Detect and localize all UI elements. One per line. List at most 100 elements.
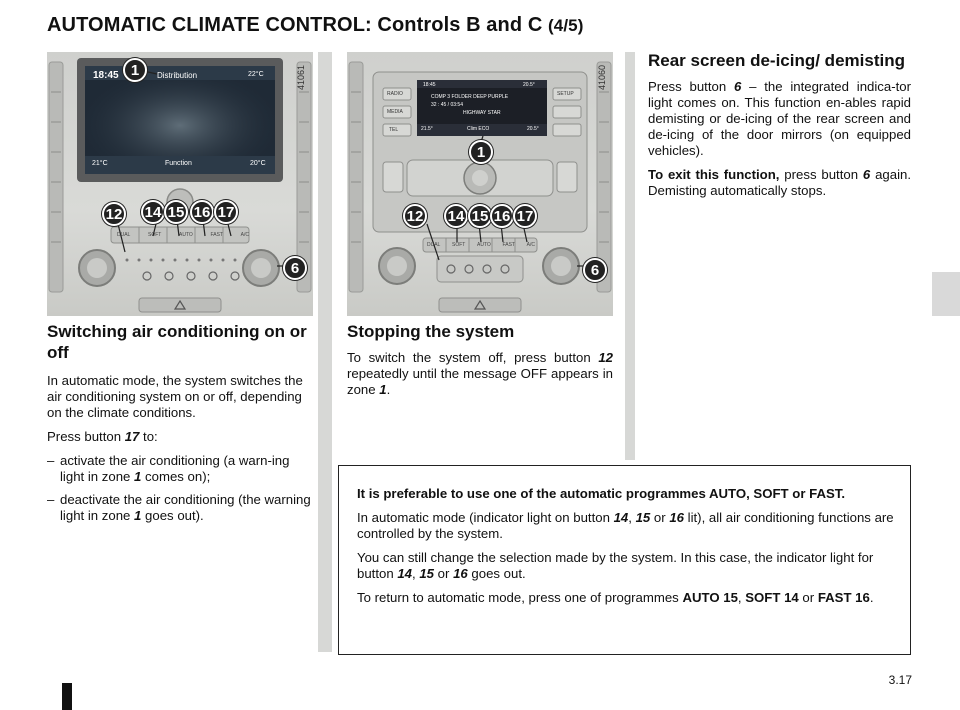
- fast-button-label: FAST: [210, 232, 223, 238]
- text-run-bold: SOFT 14: [745, 590, 799, 605]
- chapter-tab: [932, 272, 960, 316]
- screen-time: 18:45: [93, 70, 119, 81]
- screen-c-bottom-left: 21.5°: [421, 126, 433, 132]
- callout-c-1: 1: [469, 140, 493, 164]
- text-run: You can still change the selection made …: [357, 550, 874, 581]
- section-rear-paragraph-1: Press button 6 – the integrated indica-t…: [648, 79, 911, 159]
- dual-c-button-label: DUAL: [427, 242, 441, 248]
- text-run: lit), all air conditioning functions are…: [357, 510, 894, 541]
- zone-ref-1: 1: [134, 508, 142, 523]
- zone-ref-1: 1: [379, 382, 387, 397]
- callout-6: 6: [283, 256, 307, 280]
- control-panel-b-illustration: [48, 58, 312, 313]
- column-divider-right: [625, 52, 635, 460]
- screen-temp-right-bottom: 20°C: [250, 160, 266, 167]
- section-rear-heading: Rear screen de-icing/ demisting: [648, 51, 905, 70]
- button-ref-14: 14: [397, 566, 413, 581]
- zone-ref-1: 1: [134, 469, 142, 484]
- screen-c-time: 18:45: [423, 82, 436, 88]
- page-number: 3.17: [888, 673, 912, 687]
- text-run: goes out).: [141, 508, 204, 523]
- soft-button-label: SOFT: [148, 232, 162, 238]
- callout-14: 14: [141, 200, 165, 224]
- screen-c-title: HIGHWAY STAR: [463, 110, 501, 116]
- ac-button-label: A/C: [240, 232, 249, 238]
- callout-c-16: 16: [490, 204, 514, 228]
- text-run: press button: [779, 167, 863, 182]
- text-run: activate the air conditioning (a warn-in…: [60, 453, 290, 484]
- screen-c-track: COMP 3 FOLDER DEEP PURPLE: [431, 94, 509, 100]
- text-run: – the integrated indica-tor light comes …: [648, 79, 912, 158]
- ac-c-button-label: A/C: [526, 242, 535, 248]
- callout-1: 1: [123, 58, 147, 82]
- callout-17: 17: [214, 200, 238, 224]
- button-ref-12: 12: [598, 350, 613, 365]
- dual-button-label: DUAL: [117, 232, 131, 238]
- button-ref-16: 16: [669, 510, 684, 525]
- text-run: comes on);: [141, 469, 211, 484]
- control-panel-photo-c: 18:45 20.5° COMP 3 FOLDER DEEP PURPLE 32…: [347, 52, 613, 316]
- section-stopping-system: Stopping the system To switch the system…: [347, 321, 613, 398]
- section-rear-paragraph-2: To exit this function, press button 6 ag…: [648, 167, 911, 199]
- tel-button-label: TEL: [389, 127, 399, 133]
- column-divider-left: [318, 52, 332, 652]
- callout-15: 15: [164, 200, 188, 224]
- text-run: or: [650, 510, 670, 525]
- button-ref-16: 16: [453, 566, 468, 581]
- text-run-bold: FAST 16: [817, 590, 870, 605]
- section-rear-screen: Rear screen de-icing/ demisting Press bu…: [648, 50, 911, 199]
- section-ac-paragraph-2: Press button 17 to:: [47, 429, 313, 445]
- section-stop-paragraph: To switch the system off, press button 1…: [347, 350, 613, 398]
- note-paragraph-4: To return to automatic mode, press one o…: [357, 590, 897, 606]
- text-run: or: [434, 566, 454, 581]
- note-paragraph-3: You can still change the selection made …: [357, 550, 897, 582]
- text-run: .: [869, 590, 874, 605]
- list-item: deactivate the air conditioning (the war…: [47, 492, 313, 524]
- callout-c-6: 6: [583, 258, 607, 282]
- screen-c-temp: 20.5°: [523, 82, 535, 88]
- climate-button-labels: DUAL SOFT AUTO FAST A/C: [117, 232, 249, 238]
- note-content: It is preferable to use one of the autom…: [357, 486, 897, 606]
- text-run-bold: AUTO 15: [682, 590, 738, 605]
- page-title-main: AUTOMATIC CLIMATE CONTROL: Controls B an…: [47, 14, 543, 36]
- note-box: It is preferable to use one of the autom…: [338, 465, 911, 655]
- text-run: to:: [139, 429, 158, 444]
- button-ref-6: 6: [733, 79, 742, 94]
- text-run: Press button: [47, 429, 125, 444]
- section-ac-list: activate the air conditioning (a warn-in…: [47, 453, 313, 524]
- note-paragraph-1: It is preferable to use one of the autom…: [357, 486, 846, 501]
- setup-button-label: SETUP: [557, 91, 574, 97]
- text-run: deactivate the air conditioning (the war…: [60, 492, 311, 523]
- soft-c-button-label: SOFT: [452, 242, 466, 248]
- section-ac-paragraph-1: In automatic mode, the system switches t…: [47, 373, 303, 420]
- section-stop-heading: Stopping the system: [347, 322, 515, 341]
- button-ref-17: 17: [124, 429, 140, 444]
- screen-c-bottom-mid: Clim ECO: [467, 126, 490, 132]
- callout-c-17: 17: [513, 204, 537, 228]
- text-run: ,: [412, 566, 420, 581]
- text-run: again. Demisting automatically stops.: [648, 167, 911, 198]
- list-item: activate the air conditioning (a warn-in…: [47, 453, 313, 485]
- text-run: .: [386, 382, 391, 397]
- text-run: To switch the system off, press button: [347, 350, 599, 365]
- button-ref-6: 6: [862, 167, 871, 182]
- text-run: ,: [628, 510, 636, 525]
- button-ref-14: 14: [613, 510, 629, 525]
- note-paragraph-2: In automatic mode (indicator light on bu…: [357, 510, 897, 542]
- text-run: or: [798, 590, 818, 605]
- climate-c-button-labels: DUAL SOFT AUTO FAST A/C: [427, 242, 535, 248]
- control-panel-photo-b: 18:45 Distribution 22°C 21°C Function 20…: [47, 52, 313, 316]
- text-run: In automatic mode (indicator light on bu…: [357, 510, 614, 525]
- photo-code-left: 41061: [296, 64, 306, 90]
- auto-button-label: AUTO: [179, 232, 193, 238]
- page-title-part: (4/5): [548, 16, 584, 35]
- screen-bottom-label: Function: [165, 160, 192, 167]
- screen-c-bottom-right: 20.5°: [527, 126, 539, 132]
- text-run: To return to automatic mode, press one o…: [357, 590, 683, 605]
- auto-c-button-label: AUTO: [477, 242, 491, 248]
- screen-top-label: Distribution: [157, 71, 198, 80]
- text-run: repeatedly until the message OFF appears…: [347, 366, 613, 397]
- callout-16: 16: [190, 200, 214, 224]
- screen-temp-left: 21°C: [92, 160, 108, 167]
- crop-mark: [62, 683, 72, 710]
